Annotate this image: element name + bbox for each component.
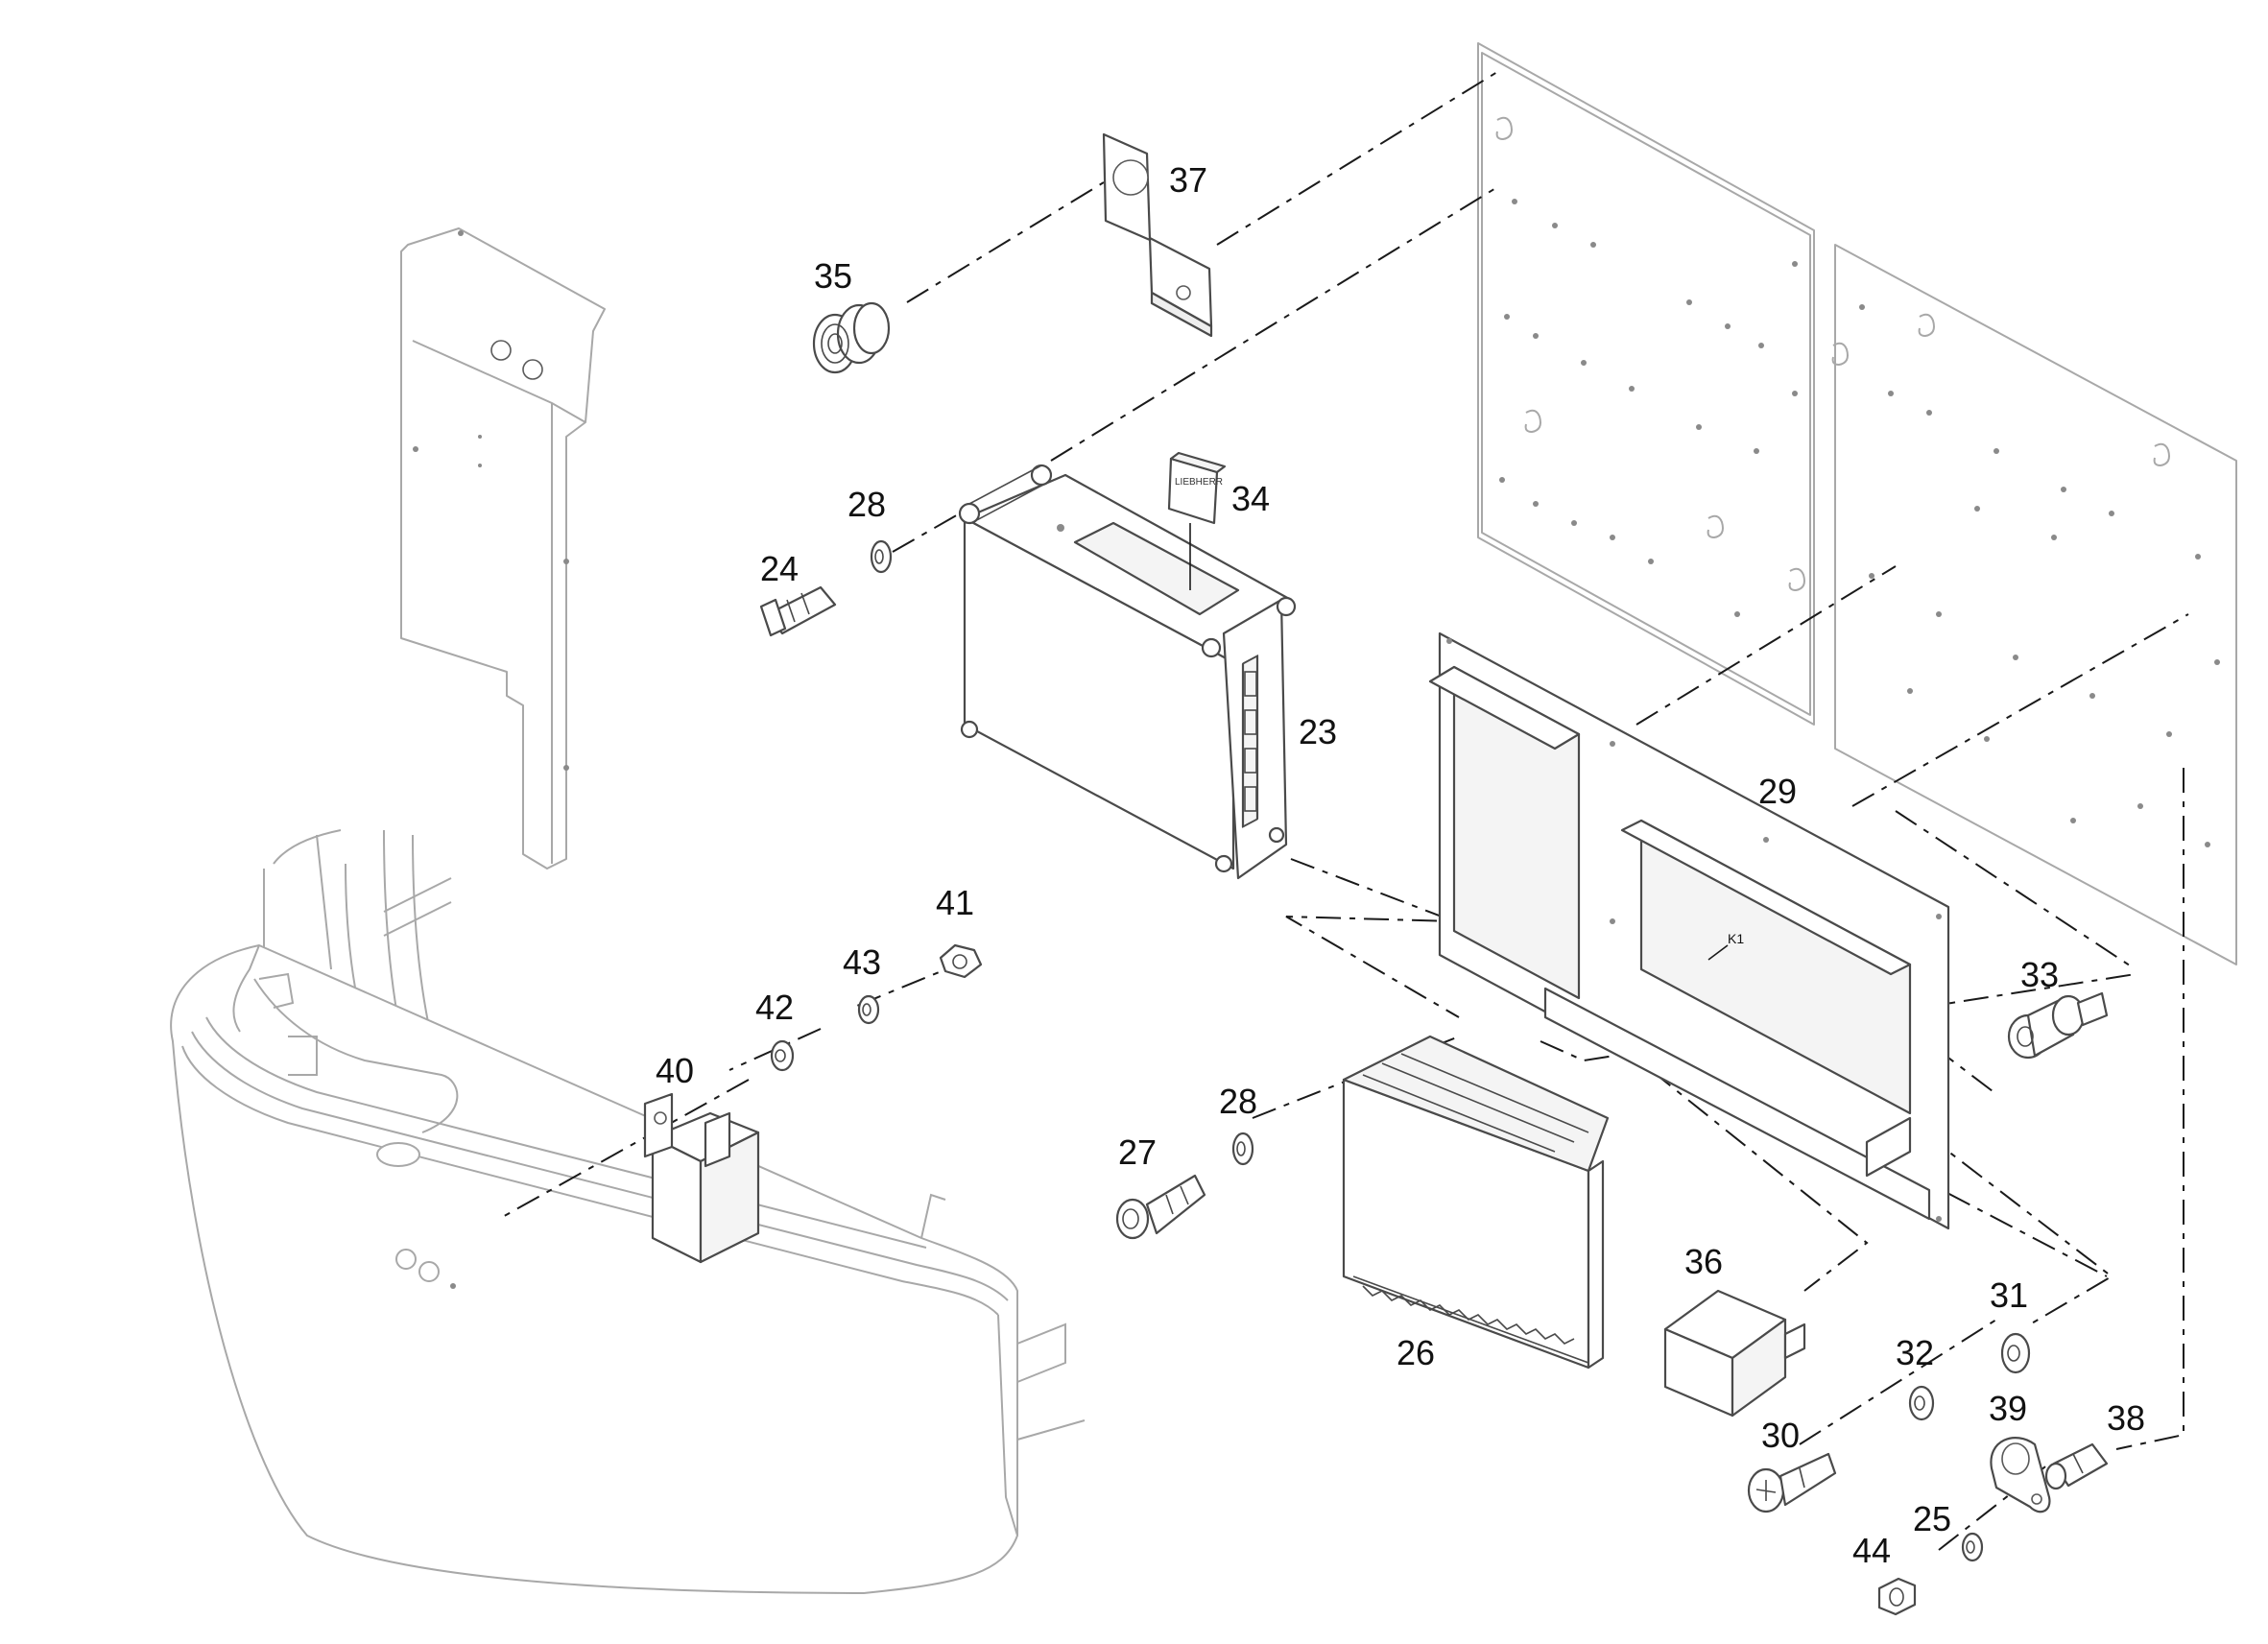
callout-36: 36 [1684, 1242, 1723, 1281]
callout-39: 39 [1989, 1389, 2027, 1428]
callout-27: 27 [1118, 1132, 1157, 1172]
washer-25 [1961, 1532, 1984, 1562]
plate-holes [1499, 199, 2220, 847]
callout-42: 42 [755, 988, 794, 1027]
mounting-plate-right [1834, 244, 2237, 965]
callout-28-upper: 28 [848, 485, 886, 524]
callout-30: 30 [1761, 1416, 1800, 1455]
callout-25: 25 [1913, 1499, 1951, 1538]
callout-28-lower: 28 [1219, 1082, 1257, 1121]
nut-44 [1877, 1577, 1917, 1616]
nut-41 [939, 943, 983, 979]
washer-43 [857, 994, 880, 1025]
callout-29: 29 [1758, 772, 1797, 811]
pin-38 [2044, 1442, 2109, 1490]
board-label: K1 [1728, 931, 1744, 946]
spacer-33 [2007, 991, 2109, 1060]
callout-37: 37 [1169, 160, 1207, 200]
callout-38: 38 [2107, 1398, 2145, 1438]
controller-box-23 [958, 464, 1297, 880]
rear-housing-ghost [170, 227, 1086, 1594]
callout-34: 34 [1231, 479, 1270, 518]
callout-23: 23 [1299, 712, 1337, 751]
control-board-29: K1 [1428, 631, 1950, 1230]
capacitor-40 [643, 1092, 760, 1264]
bracket-37 [1102, 132, 1213, 338]
washer-32 [1908, 1385, 1935, 1421]
relay-36 [1663, 1289, 1806, 1418]
sticker-text: LIEBHERR [1175, 477, 1223, 488]
callout-40: 40 [656, 1051, 694, 1090]
callout-31: 31 [1990, 1275, 2028, 1315]
callout-33: 33 [2020, 955, 2059, 994]
callout-41: 41 [936, 883, 974, 922]
callouts: 23 24 25 26 27 28 28 29 30 31 32 33 34 3… [656, 160, 2145, 1570]
clamp-39 [1990, 1437, 2051, 1513]
callout-44: 44 [1852, 1531, 1891, 1570]
callout-26: 26 [1397, 1333, 1435, 1372]
washer-28-upper [870, 539, 893, 574]
bolt-24 [759, 585, 837, 637]
callout-35: 35 [814, 256, 852, 296]
screw-30 [1747, 1452, 1837, 1513]
callout-24: 24 [760, 549, 799, 588]
plate-slots [1495, 116, 2170, 592]
washer-28-lower [1231, 1132, 1254, 1166]
grommet-35 [812, 301, 891, 374]
bolt-27 [1115, 1174, 1206, 1240]
washer-31 [2000, 1332, 2031, 1374]
callout-32: 32 [1896, 1333, 1934, 1372]
heatsink-module-26 [1342, 1035, 1610, 1370]
mounting-plate-left [1477, 42, 1815, 726]
label-sticker-34: LIEBHERR [1167, 451, 1227, 590]
washer-42 [770, 1039, 795, 1072]
callout-43: 43 [843, 942, 881, 982]
